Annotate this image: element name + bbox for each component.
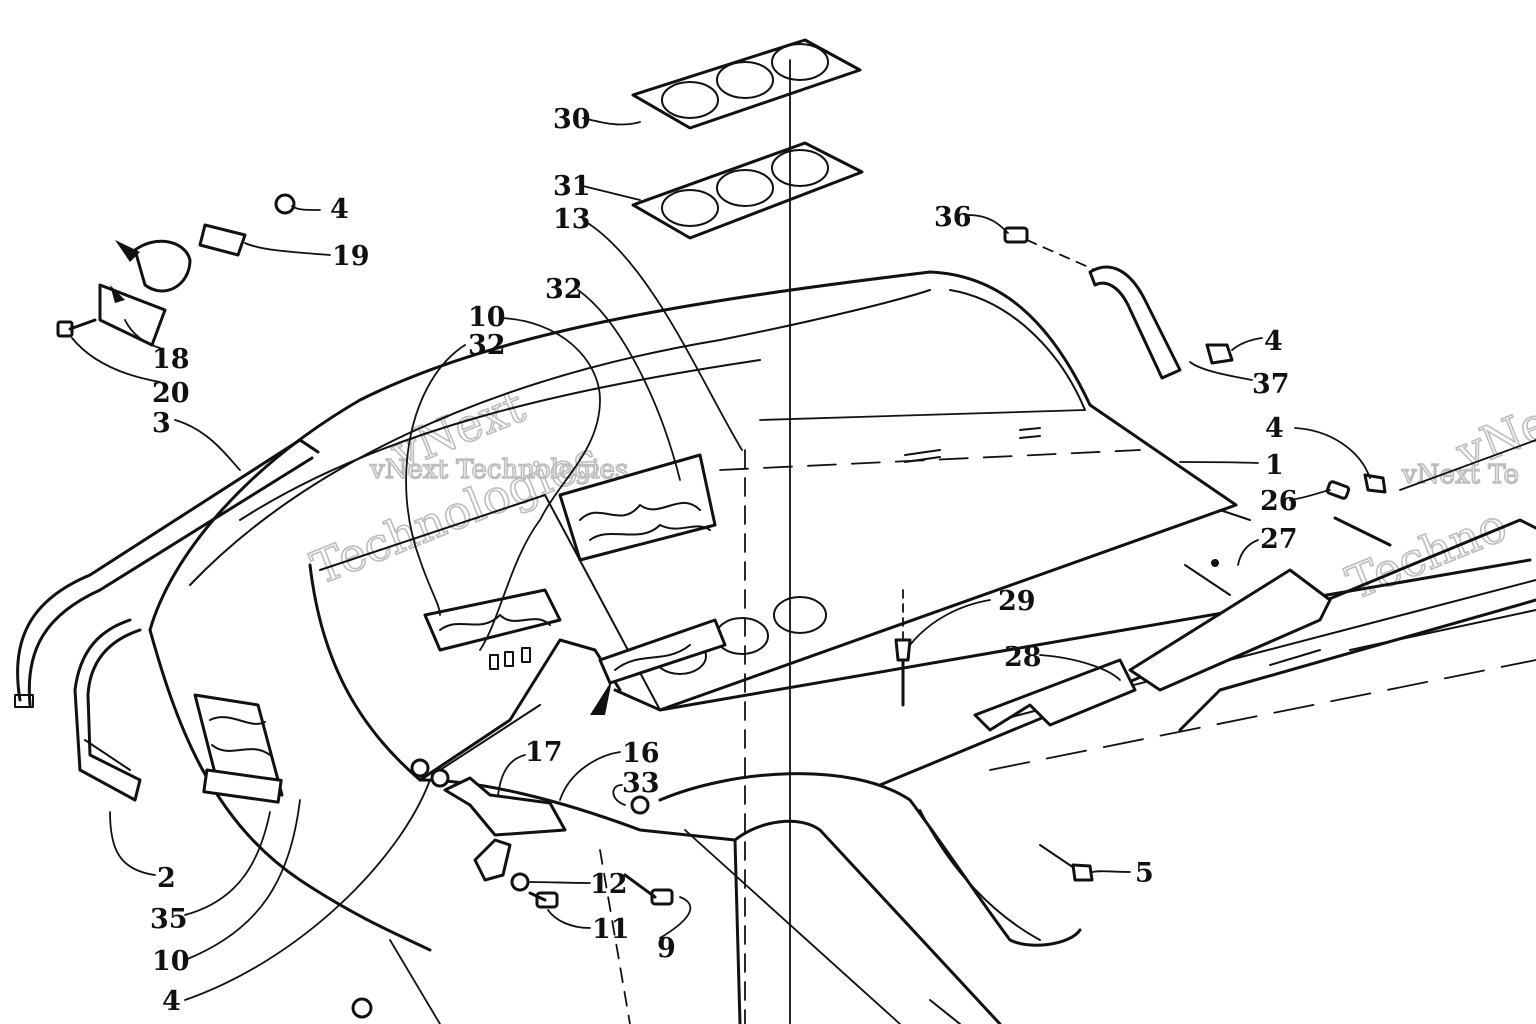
stiffener-27 (1128, 559, 1332, 692)
callout-28: 28 (1004, 642, 1042, 673)
callout-36: 36 (934, 202, 972, 233)
callout-17: 17 (525, 737, 563, 768)
watermark: vNext Technologies vNext Technologies vN… (303, 377, 1536, 611)
callout-labels: 30 31 13 36 4 19 18 20 3 32 10 32 4 37 4… (150, 104, 1298, 1017)
bolt-11 (528, 891, 559, 909)
hinge-bracket-18 (98, 283, 167, 347)
trim-strip-3 (14, 438, 320, 708)
bolt-20 (56, 318, 97, 338)
watermark-right-inline: vNext Te (1401, 460, 1519, 490)
callout-1: 1 (1265, 450, 1284, 481)
washer-12 (510, 872, 530, 892)
callout-13: 13 (553, 204, 591, 235)
leader-lines (71, 117, 1536, 1024)
callout-16: 16 (622, 738, 660, 769)
callout-10-bottom: 10 (152, 946, 190, 977)
side-panel-35 (193, 693, 284, 804)
bumper-handle-2 (73, 618, 142, 802)
callout-33: 33 (622, 768, 660, 799)
bolt-bottom (929, 999, 961, 1024)
nut-4-right (1205, 343, 1234, 365)
bolt-9 (623, 873, 674, 906)
nut-5 (1071, 863, 1094, 882)
callout-27: 27 (1260, 524, 1298, 555)
callout-2: 2 (157, 863, 176, 894)
direction-arrow (590, 680, 612, 715)
gasket-plate-30 (631, 38, 862, 130)
callout-31: 31 (553, 171, 591, 202)
callout-9: 9 (657, 933, 676, 964)
callout-4-right: 4 (1264, 326, 1283, 357)
bolt-36 (1003, 226, 1096, 271)
bracket-16 (473, 838, 512, 882)
callout-30: 30 (553, 104, 591, 135)
washer-33 (630, 795, 650, 815)
nut-4-top (274, 193, 296, 215)
nut-4-lower (410, 758, 430, 778)
pin-26 (1325, 473, 1392, 547)
nut-bottom (351, 997, 373, 1019)
callout-35: 35 (150, 904, 188, 935)
callout-5: 5 (1135, 858, 1154, 889)
gasket-plate-31 (631, 141, 864, 240)
callout-10-top: 10 (468, 302, 506, 333)
callout-12: 12 (590, 869, 628, 900)
callout-4-pin: 4 (1265, 413, 1284, 444)
plate-19 (115, 223, 247, 293)
callout-4-top: 4 (330, 194, 349, 225)
callout-26: 26 (1260, 486, 1298, 517)
watermark-inline: vNext Technologies (369, 455, 628, 485)
callout-32-top: 32 (545, 274, 583, 305)
callout-4-bottom: 4 (162, 986, 181, 1017)
bracket-17 (443, 776, 567, 837)
nose-cone (418, 772, 1082, 1024)
nut-4-lower-b (430, 768, 450, 788)
instrument-panel (423, 453, 727, 685)
channel-28 (973, 658, 1137, 732)
callout-19: 19 (332, 241, 370, 272)
rivet-29 (894, 589, 912, 707)
callout-11: 11 (592, 914, 630, 945)
callout-29: 29 (998, 586, 1036, 617)
callout-3: 3 (152, 408, 171, 439)
bracket-37 (1088, 265, 1182, 380)
callout-20: 20 (152, 378, 190, 409)
callout-18: 18 (152, 344, 190, 375)
callout-32-mid: 32 (468, 330, 506, 361)
callout-37: 37 (1252, 369, 1290, 400)
